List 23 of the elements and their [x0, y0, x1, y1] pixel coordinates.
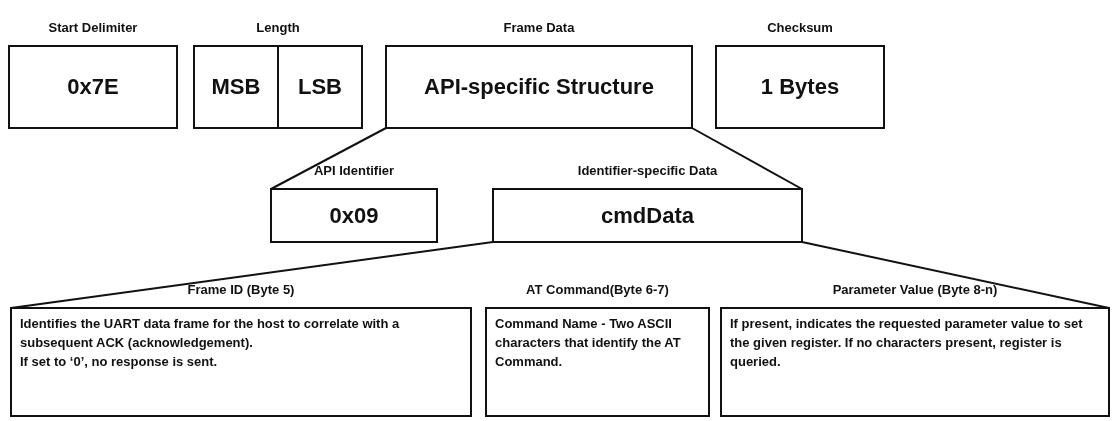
- field-value: 0x7E: [67, 74, 119, 100]
- field-value: LSB: [298, 74, 342, 100]
- description-text: Command Name - Two ASCII characters that identify the AT Command.: [495, 315, 682, 371]
- field-heading: Parameter Value (Byte 8-n): [832, 282, 998, 297]
- expansion-line: [691, 127, 803, 190]
- expansion-line: [801, 241, 1110, 309]
- expansion-line: [270, 127, 387, 190]
- field-heading: Start Delimiter: [48, 20, 138, 35]
- field-value: cmdData: [601, 202, 694, 229]
- field-heading: Length: [256, 20, 300, 35]
- field-heading: Checksum: [767, 20, 833, 35]
- field-value: 1 Bytes: [760, 74, 840, 100]
- description-text: Identifies the UART data frame for the host to correlate with a subsequent ACK (acknowledgement).: [20, 315, 401, 352]
- field-value: 0x09: [329, 202, 379, 229]
- field-heading: API Identifier: [313, 163, 395, 178]
- field-heading: AT Command(Byte 6-7): [526, 282, 669, 297]
- field-heading: Frame Data: [503, 20, 575, 35]
- description-text: If set to ‘0’, no response is sent.: [20, 353, 219, 371]
- field-heading: Identifier-specific Data: [577, 163, 718, 178]
- field-heading: Frame ID (Byte 5): [187, 282, 295, 297]
- field-value: API-specific Structure: [424, 74, 654, 100]
- field-value: MSB: [211, 74, 261, 100]
- description-text: If present, indicates the requested parameter value to set the given register. If no characters present, register is queried.: [730, 315, 1084, 371]
